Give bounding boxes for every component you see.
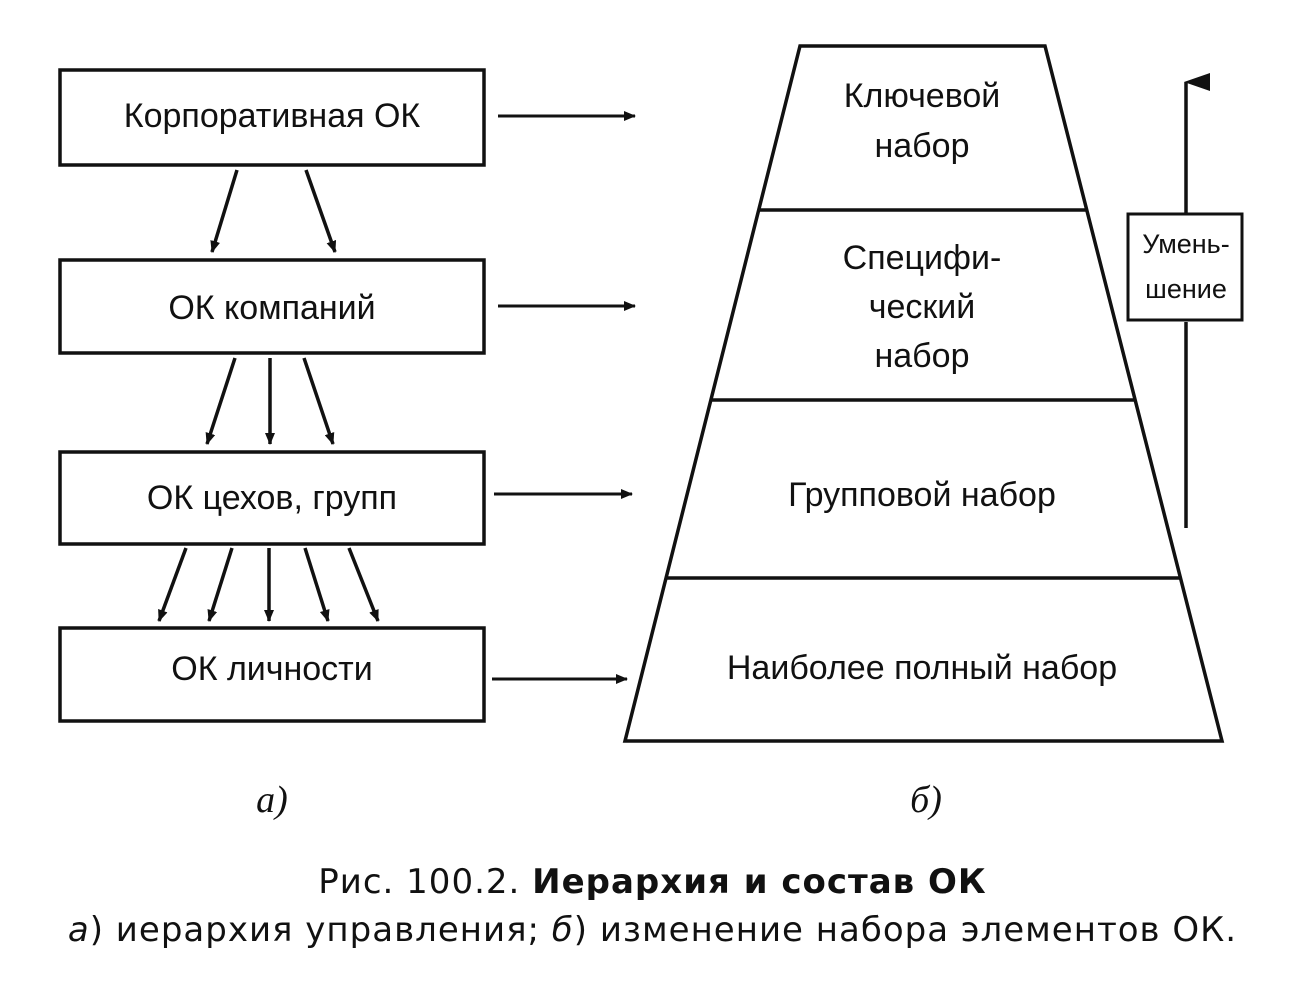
hierarchy-box-personal: ОК личности <box>58 626 486 723</box>
pyramid-level-line: Специфи- <box>843 239 1002 277</box>
hierarchy-box-label: ОК личности <box>171 650 373 688</box>
pyramid-outline <box>622 44 1225 743</box>
pyramid: Ключевой набор Специфи- ческий набор Гру… <box>622 44 1225 743</box>
hierarchy-box-companies: ОК компаний <box>58 258 486 355</box>
decrease-label-line: шение <box>1145 274 1227 304</box>
hierarchy-box-workshops: ОК цехов, групп <box>58 450 486 546</box>
caption-title: Иерархия и состав ОК <box>532 862 987 902</box>
pyramid-level-line: набор <box>875 337 970 375</box>
pyramid-level-specific: Специфи- ческий набор <box>843 239 1002 375</box>
pyramid-level-line: Групповой набор <box>788 476 1056 514</box>
hierarchy-down-arrows <box>157 169 380 622</box>
subfigure-label-a: а) <box>256 779 288 821</box>
pyramid-level-line: Ключевой <box>844 77 1001 115</box>
caption-prefix: Рис. 100.2. <box>318 862 521 902</box>
down-arrow <box>207 547 234 622</box>
pyramid-level-line: набор <box>875 127 970 165</box>
subfigure-label-b: б) <box>910 779 942 821</box>
hierarchy-box-label: ОК компаний <box>168 289 375 327</box>
down-arrow <box>157 547 188 622</box>
pyramid-level-line: ческий <box>869 288 975 326</box>
down-arrow <box>210 169 239 253</box>
figure-caption-description: а) иерархия управления; б) изменение наб… <box>0 910 1305 950</box>
hierarchy-box-label: Корпоративная ОК <box>124 97 421 135</box>
hierarchy-box-label: ОК цехов, групп <box>147 479 397 517</box>
down-arrow <box>302 357 335 445</box>
caption-part: б <box>551 910 574 950</box>
pyramid-level-line: Наиболее полный набор <box>727 649 1117 687</box>
decrease-label-line: Умень- <box>1142 229 1230 259</box>
hierarchy-right-arrows <box>492 111 636 684</box>
caption-part: ) иерархия управления; <box>89 910 552 950</box>
caption-part: ) изменение набора элементов ОК. <box>573 910 1238 950</box>
pyramid-level-full: Наиболее полный набор <box>727 649 1117 687</box>
decrease-label-box <box>1126 212 1244 322</box>
hierarchy-box-corporate: Корпоративная ОК <box>58 68 486 167</box>
caption-part: а <box>67 910 90 950</box>
pyramid-level-group: Групповой набор <box>788 476 1056 514</box>
decrease-indicator: Умень- шение <box>1126 73 1244 528</box>
pyramid-level-key: Ключевой набор <box>844 77 1001 165</box>
down-arrow <box>303 547 330 622</box>
figure-caption-title: Рис. 100.2. Иерархия и состав ОК <box>0 862 1305 902</box>
down-arrow <box>347 547 380 622</box>
down-arrow <box>304 169 337 253</box>
down-arrow <box>205 357 237 445</box>
